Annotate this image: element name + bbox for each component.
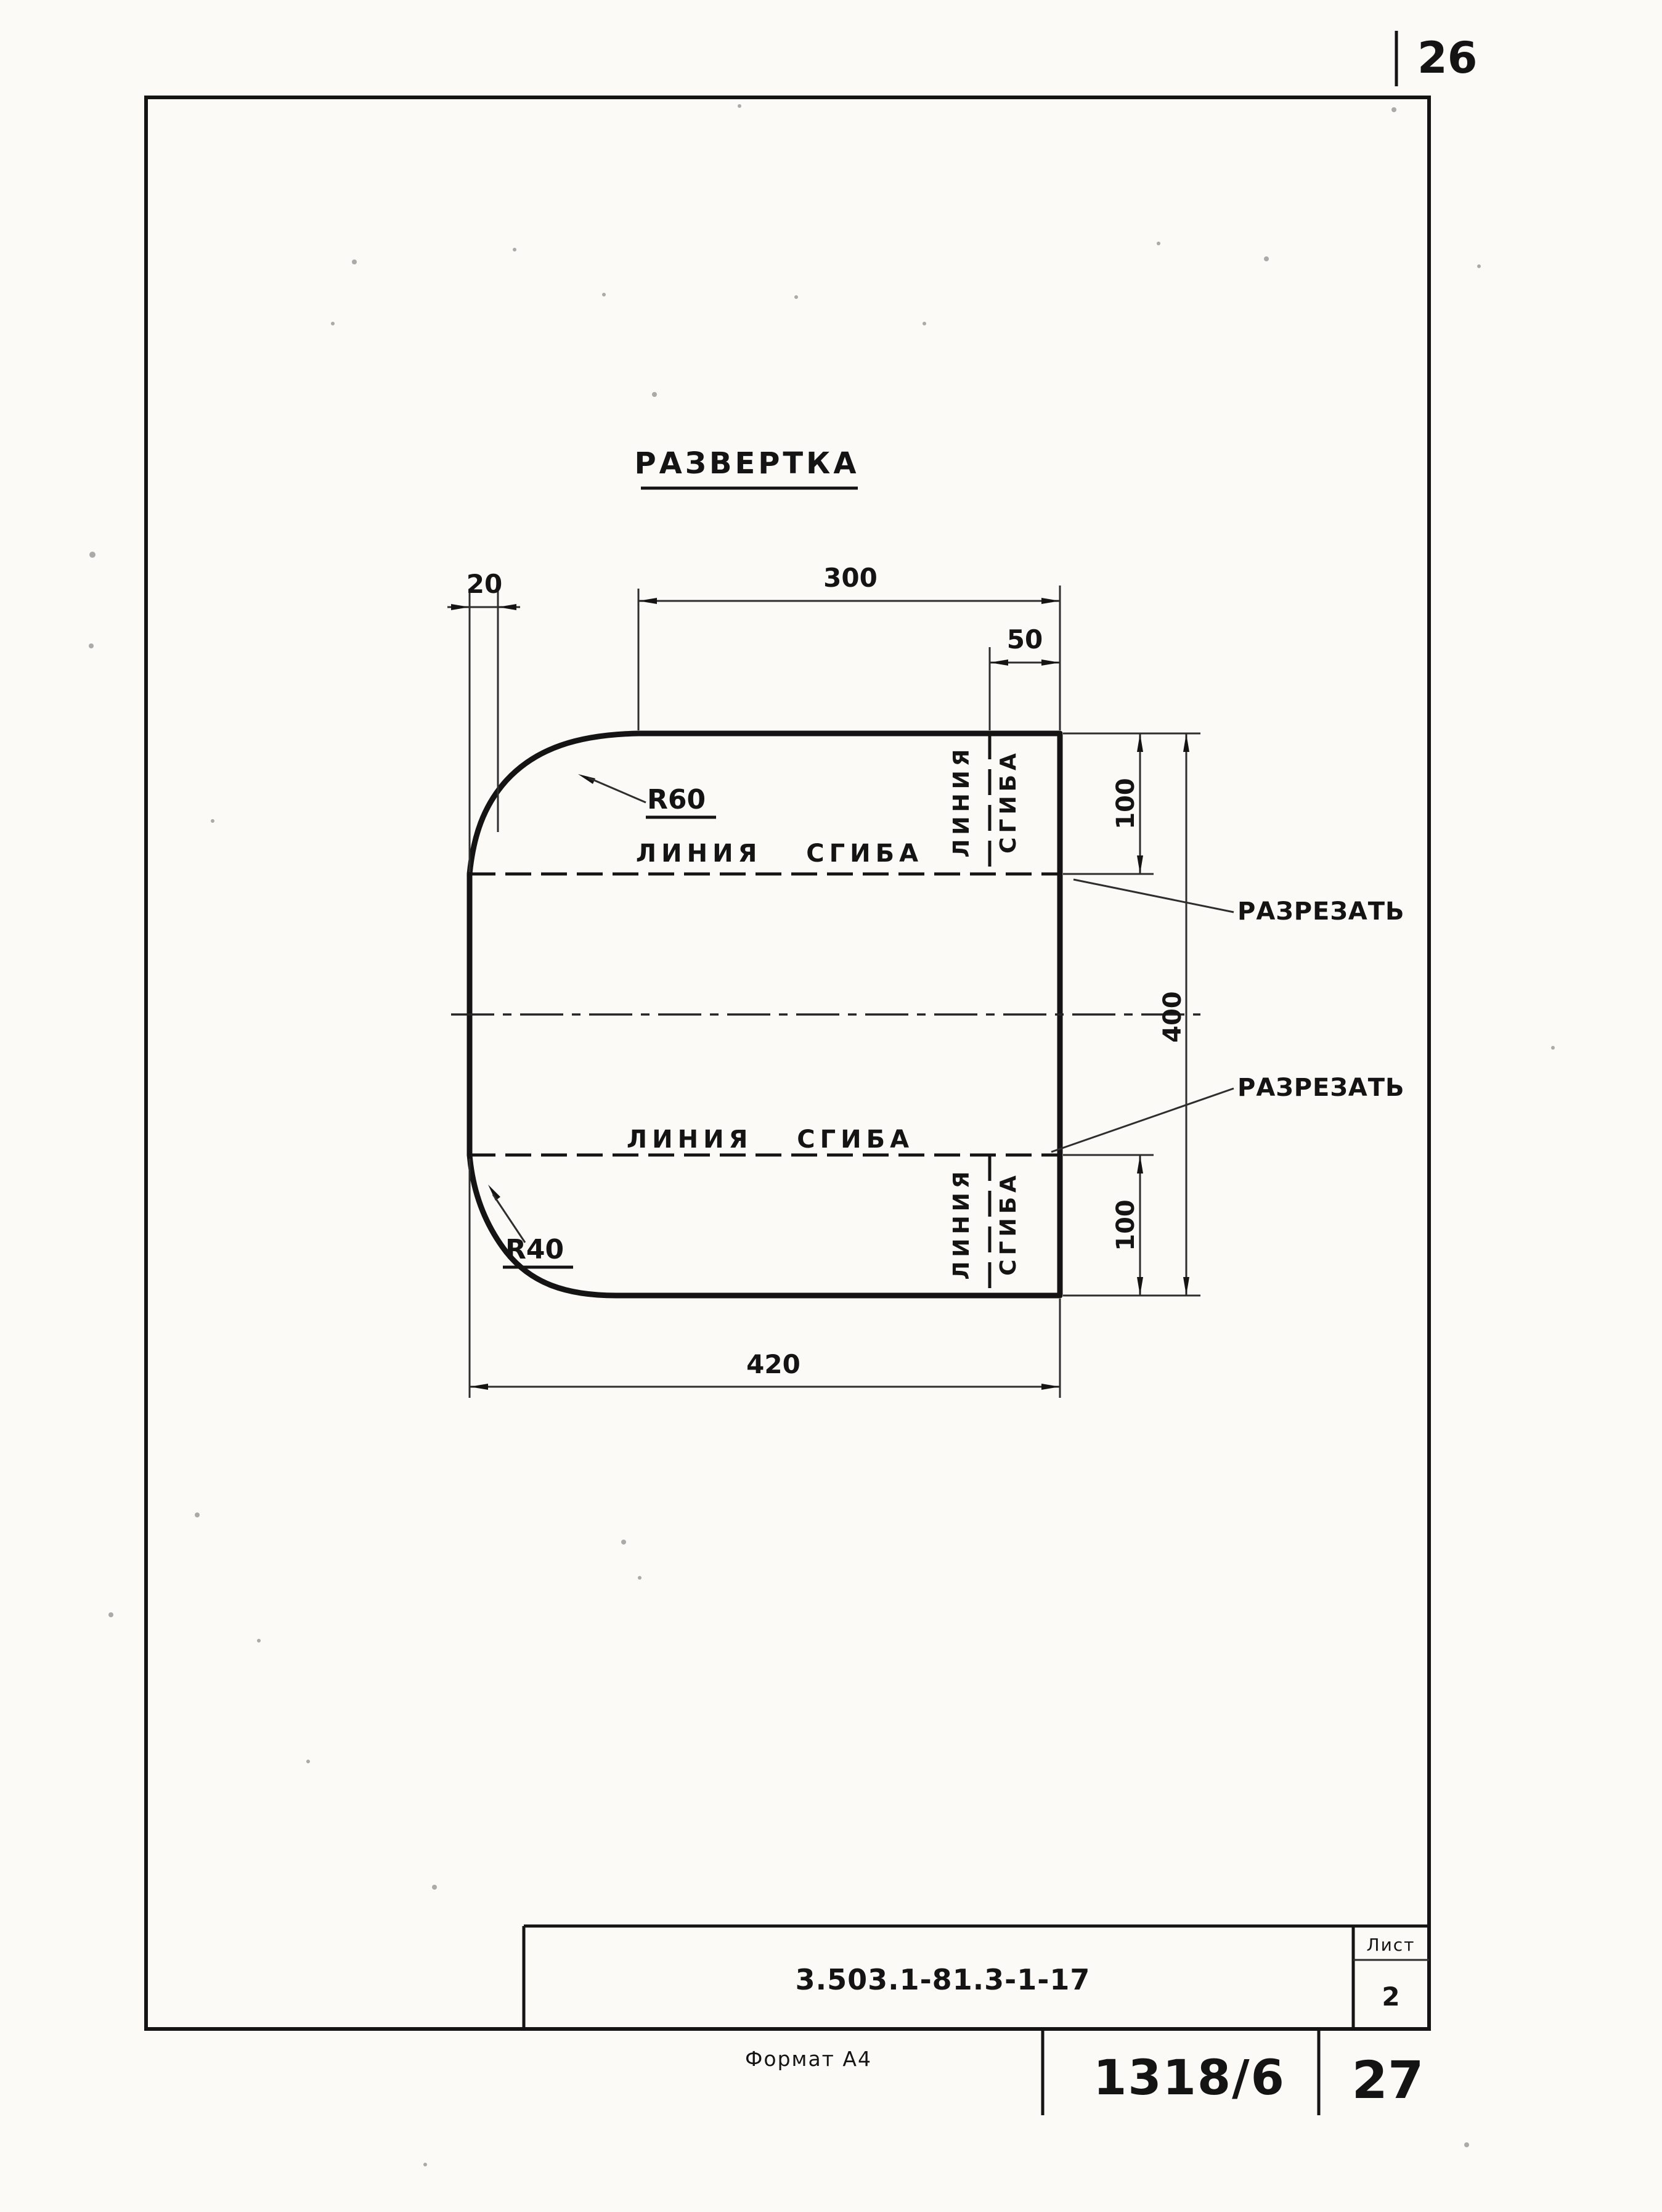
dimension-lines xyxy=(447,600,1187,1388)
dim-100-top: 100 xyxy=(1112,778,1140,830)
fold-line-labels: ЛИНИЯ СГИБА ЛИНИЯ СГИБА ЛИНИЯ СГИБА ЛИНИ… xyxy=(627,745,1021,1279)
drawing-frame xyxy=(144,96,1431,2031)
part-outline xyxy=(466,730,1063,1299)
page-number-top-right: 26 xyxy=(1395,31,1477,86)
radius-callouts: R60 R40 xyxy=(492,777,716,1269)
bottom-stamp: Формат А4 1318/6 27 xyxy=(745,2029,1424,2115)
view-title: РАЗВЕРТКА xyxy=(634,446,859,490)
format-label: Формат А4 xyxy=(745,2047,872,2071)
radius-label-r60: R60 xyxy=(647,784,706,815)
dimension-texts: 20 300 50 100 400 100 420 xyxy=(466,563,1187,1379)
page-number-top: 26 xyxy=(1417,33,1477,83)
cut-label-bottom: РАЗРЕЗАТЬ xyxy=(1237,1074,1404,1102)
cut-callouts: РАЗРЕЗАТЬ РАЗРЕЗАТЬ xyxy=(1051,878,1404,1153)
document-code: 3.503.1-81.3-1-17 xyxy=(796,1963,1091,1996)
fold-lines xyxy=(470,733,1060,1296)
stamp-page-number: 27 xyxy=(1352,2050,1424,2110)
sheet-label: Лист xyxy=(1367,1935,1416,1955)
drawing-title: РАЗВЕРТКА xyxy=(634,446,859,481)
stamp-doc-number: 1318/6 xyxy=(1093,2051,1285,2106)
fold-line-vertical-label-top-word1: ЛИНИЯ xyxy=(949,745,974,857)
dim-20: 20 xyxy=(466,569,502,599)
fold-line-label-top: ЛИНИЯ СГИБА xyxy=(636,839,923,868)
dim-50: 50 xyxy=(1007,624,1043,655)
fold-line-vertical-label-bottom-word2: СГИБА xyxy=(996,1171,1021,1276)
dim-300: 300 xyxy=(823,563,878,593)
fold-line-vertical-label-top-word2: СГИБА xyxy=(996,749,1021,854)
dimension-arrows xyxy=(451,598,1189,1390)
fold-line-label-bottom: ЛИНИЯ СГИБА xyxy=(627,1125,914,1154)
extension-lines xyxy=(468,586,1200,1398)
dim-420: 420 xyxy=(746,1349,800,1379)
dim-100-bottom: 100 xyxy=(1112,1199,1140,1251)
title-block: 3.503.1-81.3-1-17 Лист 2 xyxy=(522,1924,1429,2029)
dim-400: 400 xyxy=(1159,991,1187,1043)
sheet-number: 2 xyxy=(1382,1981,1399,2012)
scan-noise xyxy=(89,104,1555,2166)
fold-line-vertical-label-bottom-word1: ЛИНИЯ xyxy=(949,1167,974,1279)
cut-label-top: РАЗРЕЗАТЬ xyxy=(1237,897,1404,926)
radius-label-r40: R40 xyxy=(505,1234,564,1265)
